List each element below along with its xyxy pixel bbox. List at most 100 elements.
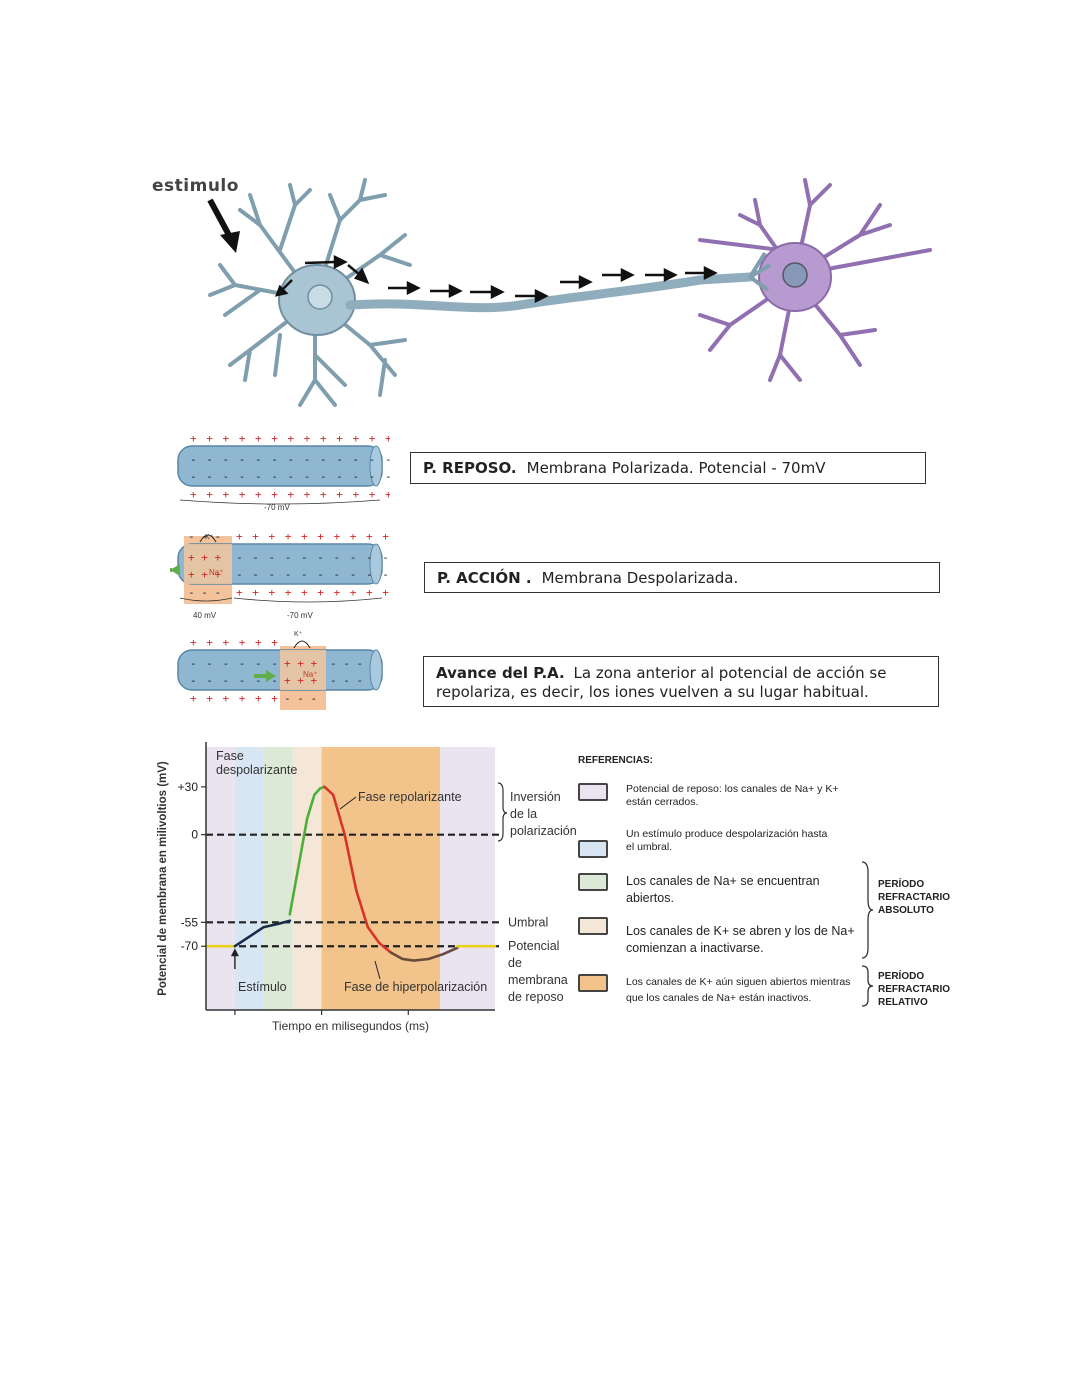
membrane-reposo-diagram: + + + + + + + + + + + + + - - - - - - - …: [177, 432, 390, 505]
svg-text:+ + + + + + + + + + + + +: + + + + + + + + + + + + +: [190, 432, 390, 445]
state-box-avance: Avance del P.A. La zona anterior al pote…: [423, 656, 939, 707]
reference-item-estimulo: Un estímulo produce despolarización hast…: [578, 828, 836, 858]
svg-text:- - -: - - -: [284, 692, 317, 705]
references-title: REFERENCIAS:: [578, 755, 654, 766]
postsynaptic-nucleus: [782, 262, 808, 288]
y-axis-label: Potencial de membrana en milivoltios (mV…: [157, 761, 169, 996]
annotation-potencial-reposo: membrana: [508, 973, 568, 987]
annotation-stimulus-arrowhead: [230, 948, 239, 957]
svg-text:+ + + + + +: + + + + + +: [190, 636, 279, 649]
curve-segment-stimulus: [233, 919, 292, 948]
svg-text:- - - - - - - - - - - - -: - - - - - - - - - - - - -: [190, 470, 390, 483]
svg-text:- - - - - - - - - -: - - - - - - - - - -: [236, 551, 390, 564]
period-absoluto: PERÍODO REFRACTARIO ABSOLUTO: [878, 879, 951, 916]
membrane-accion-diagram: + + + + + + + + + + - - - - - - - - - - …: [170, 530, 390, 604]
y-tick-label: 0: [191, 828, 198, 842]
curve-segment-depolarizing: [288, 785, 326, 916]
svg-text:+ + + + + + + + + + + + +: + + + + + + + + + + + + +: [190, 488, 390, 501]
phase-band: [234, 747, 264, 1010]
curve-segment-hyperpolarizing: [389, 946, 459, 962]
annotation-umbral: Umbral: [508, 915, 548, 929]
svg-text:- - - - - - - - - -: - - - - - - - - - -: [236, 568, 390, 581]
state-avance-text: La zona anterior al potencial de acción …: [436, 664, 887, 701]
curve-segment-repolarizing: [323, 785, 393, 954]
reference-swatch: [578, 840, 608, 858]
svg-text:- - -: - - -: [330, 657, 363, 670]
svg-text:+ + + + + + + + + +: + + + + + + + + + +: [236, 586, 390, 599]
y-tick-label: +30: [178, 780, 199, 794]
annotation-fase-repolarizante: Fase repolarizante: [358, 790, 462, 804]
state-reposo-title: P. REPOSO.: [423, 459, 517, 477]
potential-curve: [204, 785, 497, 962]
state-avance-title: Avance del P.A.: [436, 664, 565, 682]
reference-swatch: [578, 974, 608, 992]
phase-bands: [206, 747, 495, 1010]
x-axis-label: Tiempo en milisegundos (ms): [272, 1019, 429, 1033]
postsynaptic-dendrites: [698, 178, 932, 382]
svg-text:- - - - - - - - - - - - -: - - - - - - - - - - - - -: [190, 453, 390, 466]
state-reposo-text: Membrana Polarizada. Potencial - 70mV: [526, 459, 826, 477]
svg-text:- - - - - -: - - - - - -: [190, 657, 279, 670]
svg-text:- - -: - - -: [188, 586, 221, 599]
annotation-pointer: [339, 796, 357, 810]
reference-text: Un estímulo produce despolarización hast…: [626, 828, 828, 853]
phase-band: [206, 747, 235, 1010]
svg-text:+ + + + + +: + + + + + +: [190, 692, 279, 705]
reference-swatch: [578, 917, 608, 935]
reference-item-k-abren: Los canales de K+ se abren y los de Na+ …: [578, 917, 856, 957]
svg-text:+ + +: + + +: [188, 568, 221, 581]
phase-band: [440, 747, 495, 1010]
membrane-avance-na-ion: Na⁺: [303, 670, 318, 679]
svg-text:- - -: - - -: [330, 674, 363, 687]
membrane-reposo-label: -70 mV: [264, 503, 290, 512]
state-box-reposo: P. REPOSO. Membrana Polarizada. Potencia…: [410, 452, 926, 484]
annotation-potencial-reposo: Potencial: [508, 939, 559, 953]
state-accion-title: P. ACCIÓN .: [437, 568, 532, 587]
reference-swatch: [578, 873, 608, 891]
reference-swatch: [578, 783, 608, 801]
reference-item-k-abiertos: Los canales de K+ aún siguen abiertos mi…: [578, 974, 866, 1006]
reference-item-na-abiertos: Los canales de Na+ se encuentran abierto…: [578, 873, 836, 907]
brace-relativo: [861, 965, 874, 1007]
period-relativo: PERÍODO REFRACTARIO RELATIVO: [878, 971, 951, 1008]
annotation-potencial-reposo: de: [508, 956, 522, 970]
reference-item-reposo: Potencial de reposo: los canales de Na+ …: [578, 783, 856, 809]
propagation-arrows: [275, 254, 718, 304]
svg-text:+ + + + + + + + + +: + + + + + + + + + +: [236, 530, 390, 543]
axon-terminals: [748, 251, 772, 292]
state-accion-text: Membrana Despolarizada.: [541, 568, 739, 587]
membrane-accion-na-ion: Na⁺: [209, 568, 224, 577]
stimulus-arrow: [207, 198, 240, 253]
axon: [345, 272, 755, 313]
membrane-accion-k-ion: K⁺: [205, 534, 214, 541]
chart-axes: +30 0 -55 -70 Potencial de membrana en miliv…: [157, 742, 495, 1033]
reference-text: Los canales de K+ se abren y los de Na+ …: [626, 924, 855, 955]
y-tick-label: -70: [181, 939, 199, 953]
annotation-estimulo: Estímulo: [238, 980, 287, 994]
annotation-hiperpolarizacion: Fase de hiperpolarización: [344, 980, 487, 994]
y-tick-label: -55: [181, 915, 199, 929]
svg-text:+ + +: + + +: [284, 657, 317, 670]
annotation-fase-despolarizante: despolarizante: [216, 763, 297, 777]
membrane-avance-diagram: + + + + + + - - - - - - - - - - - - + + …: [177, 636, 383, 710]
reference-text: Los canales de K+ aún siguen abiertos mi…: [626, 976, 851, 1004]
reference-text: Los canales de Na+ se encuentran abierto…: [626, 874, 820, 905]
membrane-accion-label-b: -70 mV: [287, 611, 313, 620]
action-potential-chart: +30 0 -55 -70 Potencial de membrana en miliv…: [157, 742, 577, 1033]
svg-text:+ + +: + + +: [284, 674, 317, 687]
stimulus-label: estimulo: [152, 176, 239, 196]
annotation-inversion: de la: [510, 807, 537, 821]
phase-band: [263, 747, 293, 1010]
brace-absoluto: [861, 861, 874, 959]
phase-band: [321, 747, 441, 1010]
annotation-inversion: Inversión: [510, 790, 561, 804]
annotation-pointer: [374, 960, 381, 980]
annotation-inversion: polarización: [510, 824, 577, 838]
membrane-accion-label-a: 40 mV: [193, 611, 217, 620]
reference-lines: [206, 833, 500, 948]
membrane-avance-k-ion: K⁺: [294, 631, 303, 638]
annotation-fase-despolarizante: Fase: [216, 749, 244, 763]
annotation-brace: [497, 782, 508, 842]
annotation-potencial-reposo: de reposo: [508, 990, 564, 1004]
